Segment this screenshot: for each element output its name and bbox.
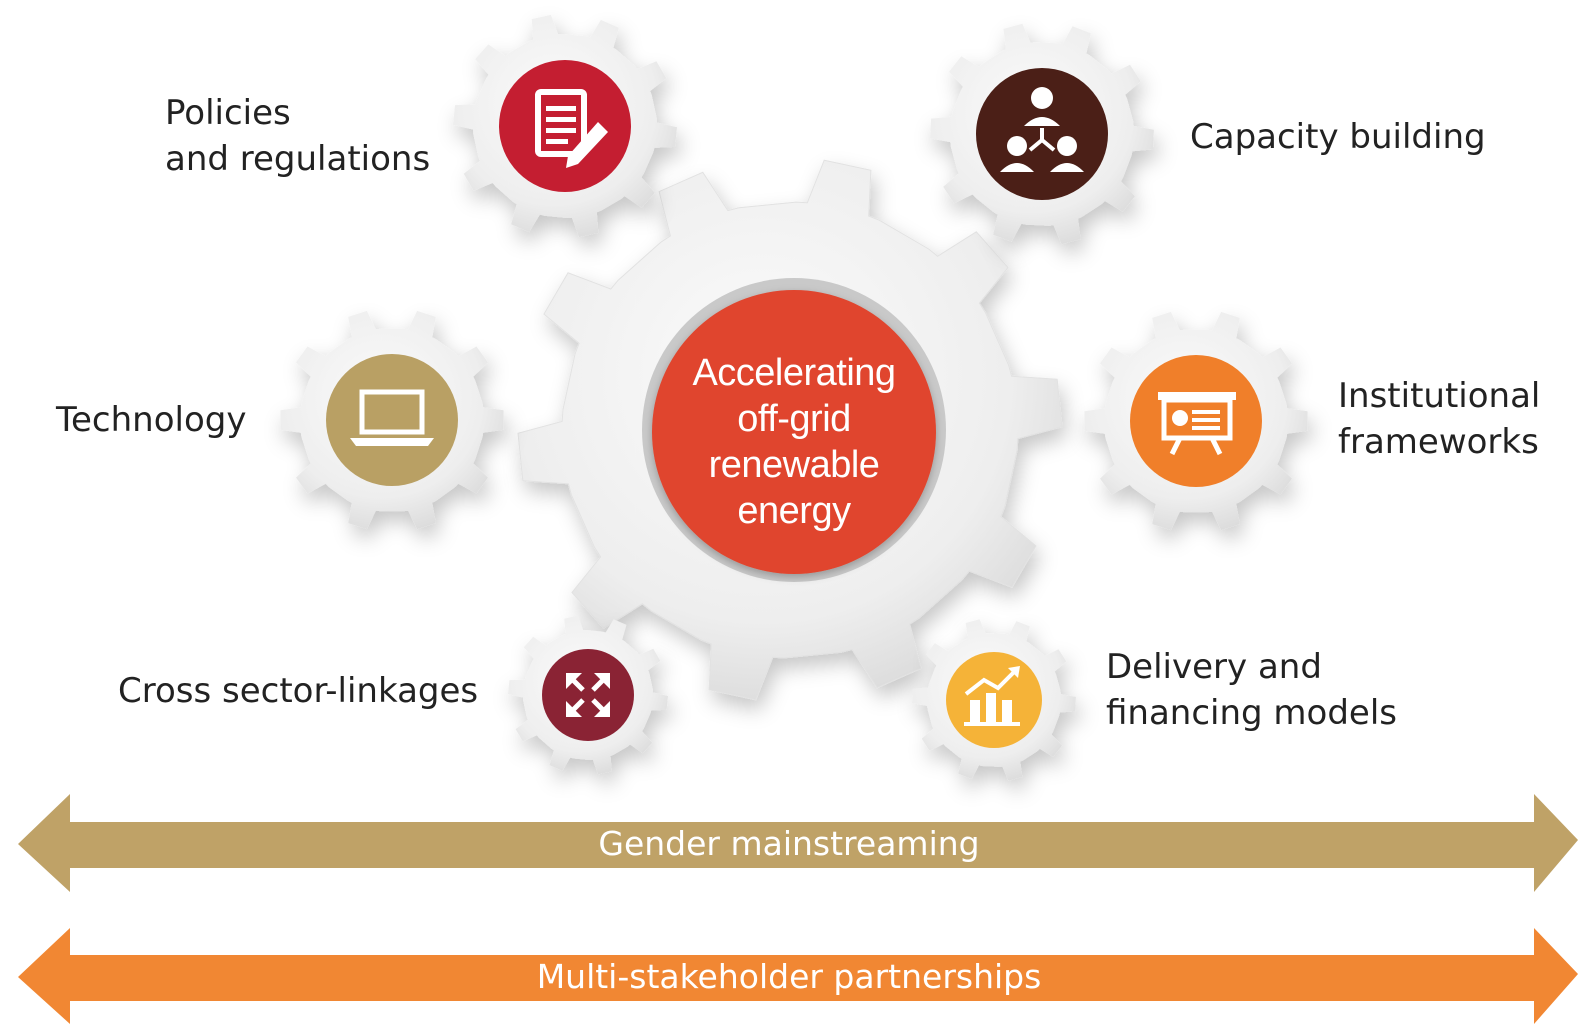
- label-capacity: Capacity building: [1190, 114, 1486, 160]
- label-line: Delivery and: [1106, 647, 1322, 687]
- center-line: renewable: [708, 444, 880, 486]
- label-line: and regulations: [165, 139, 431, 179]
- center-line: off-grid: [737, 398, 851, 440]
- label-institutional: Institutional frameworks: [1338, 373, 1540, 465]
- label-line: Capacity building: [1190, 117, 1486, 157]
- band-label-partnerships: Multi-stakeholder partnerships: [536, 957, 1042, 996]
- multi-stakeholder-band: [18, 928, 1578, 1024]
- label-line: financing models: [1106, 693, 1398, 733]
- presentation-board-icon: [1130, 355, 1262, 487]
- growth-chart-icon: [946, 652, 1042, 748]
- laptop-icon: [326, 354, 458, 486]
- label-line: Institutional: [1338, 376, 1541, 416]
- center-circle: [652, 290, 936, 574]
- label-line: frameworks: [1338, 422, 1539, 462]
- center-line: Accelerating: [692, 352, 896, 394]
- label-delivery: Delivery and financing models: [1106, 644, 1397, 736]
- label-policies: Policies and regulations: [165, 90, 430, 182]
- label-cross: Cross sector-linkages: [118, 668, 478, 714]
- document-pencil-icon: [499, 60, 631, 192]
- team-hierarchy-icon: [976, 68, 1108, 200]
- expand-arrows-icon: [542, 649, 634, 741]
- center-title: Accelerating off-grid renewable energy: [663, 350, 925, 534]
- label-line: Technology: [56, 400, 247, 440]
- band-label-gender: Gender mainstreaming: [598, 824, 980, 863]
- gender-mainstreaming-band: [18, 794, 1578, 892]
- label-technology: Technology: [56, 397, 246, 443]
- center-line: energy: [737, 490, 851, 532]
- label-line: Policies: [165, 93, 291, 133]
- label-line: Cross sector-linkages: [118, 671, 479, 711]
